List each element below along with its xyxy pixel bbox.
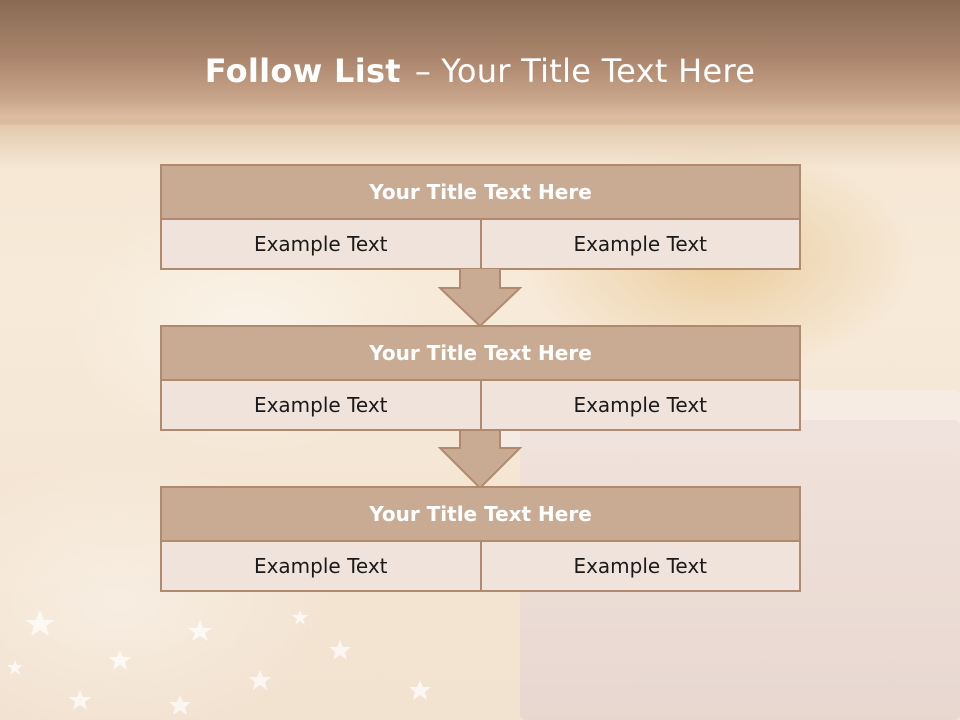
title-band [0, 0, 960, 125]
confetti-stars [7, 610, 431, 715]
slide-title-dash: – [414, 52, 432, 90]
block-cell-right: Example Text [479, 220, 799, 268]
block-cell-left: Example Text [162, 381, 480, 429]
block-cell-left: Example Text [162, 542, 480, 590]
block-header: Your Title Text Here [160, 164, 801, 220]
block-row: Example Text Example Text [160, 542, 801, 592]
title-band-fade [0, 118, 960, 168]
slide-title: Follow List–Your Title Text Here [0, 52, 960, 90]
block-cell-right: Example Text [479, 542, 799, 590]
slide-title-bold: Follow List [204, 52, 401, 90]
list-block-3: Your Title Text Here Example Text Exampl… [160, 486, 801, 592]
block-row: Example Text Example Text [160, 220, 801, 270]
block-cell-left: Example Text [162, 220, 480, 268]
block-row: Example Text Example Text [160, 381, 801, 431]
list-block-1: Your Title Text Here Example Text Exampl… [160, 164, 801, 270]
list-block-2: Your Title Text Here Example Text Exampl… [160, 325, 801, 431]
block-header: Your Title Text Here [160, 486, 801, 542]
down-arrow-icon [438, 268, 522, 328]
slide-title-rest: Your Title Text Here [441, 52, 756, 90]
block-cell-right: Example Text [479, 381, 799, 429]
block-header: Your Title Text Here [160, 325, 801, 381]
down-arrow-icon [438, 430, 522, 490]
